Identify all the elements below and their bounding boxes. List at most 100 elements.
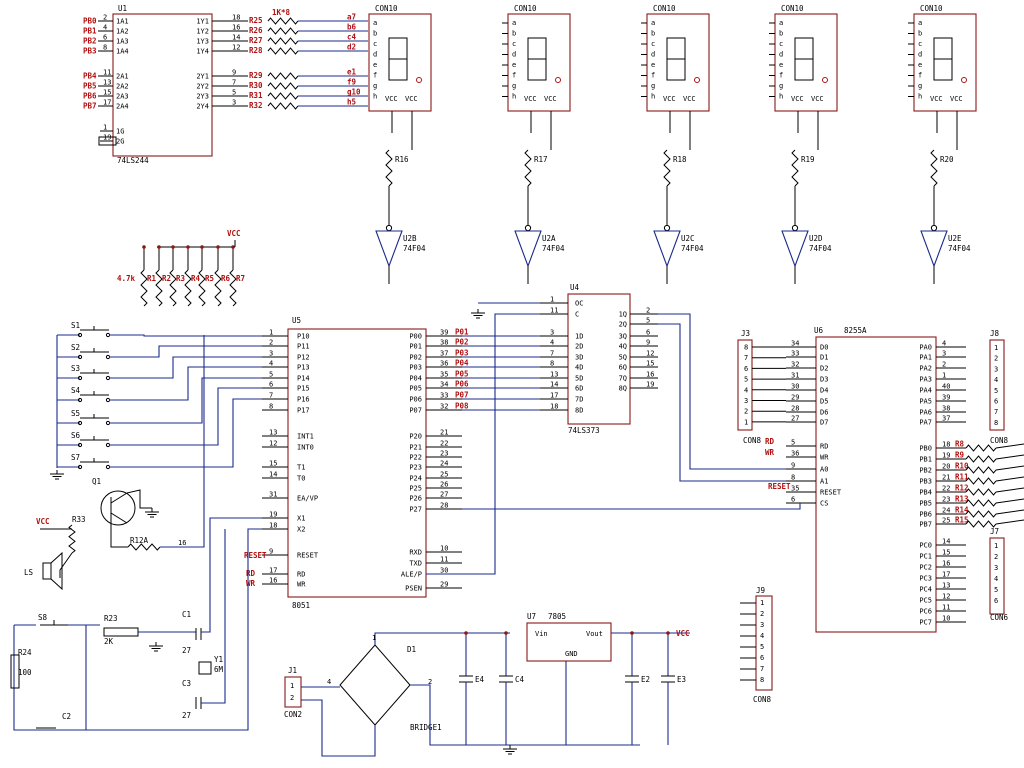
u5-pin-name: T0	[297, 475, 305, 483]
bridge-body	[339, 644, 411, 726]
pullup-name: R4	[191, 274, 201, 283]
j7-foot: CON6	[990, 613, 1009, 622]
u6-pin-name: PC1	[919, 553, 932, 561]
u4-pin-num: 2	[646, 307, 650, 315]
r12a-label: R12A	[130, 536, 149, 545]
u6-pin-num: 39	[942, 394, 950, 402]
pb-resistor	[965, 499, 997, 507]
u5-pin-num: 30	[440, 567, 448, 575]
wire	[301, 699, 376, 757]
u5-pin-name: RD	[297, 571, 305, 579]
u5-net-label: P01	[455, 328, 469, 337]
inverter-ref: U2B	[403, 234, 417, 243]
u6-pin-num: 32	[791, 361, 799, 369]
u1-pin-name: 1Y3	[196, 38, 209, 46]
u5-pin-name: TXD	[409, 560, 422, 568]
switch-to-p1	[109, 356, 284, 379]
display-pin: d	[373, 51, 377, 59]
inverter-bubble	[385, 224, 393, 232]
u5-net-label: P06	[455, 380, 469, 389]
wire	[995, 476, 1024, 482]
rpack-resistor	[267, 17, 299, 25]
u6-pin-name: PC7	[919, 619, 932, 627]
junction-dot	[142, 245, 146, 249]
u6-pin-num: 29	[791, 394, 799, 402]
display-pin: f	[651, 72, 655, 80]
u5-net-label: P03	[455, 349, 469, 358]
u7-gnd: GND	[565, 650, 578, 658]
wire	[110, 508, 128, 548]
pullup-name: R2	[162, 274, 171, 283]
u6-pin-name: PA3	[919, 376, 932, 384]
vcc-label-top: VCC	[227, 229, 241, 238]
u6-pin-name: PC3	[919, 575, 932, 583]
j7-pin-num: 4	[994, 575, 998, 583]
u6-pin-num: 21	[942, 474, 950, 482]
x2-wire	[201, 529, 226, 704]
u6-pin-name: PB3	[919, 478, 932, 486]
u1-pin-name: 1A4	[116, 48, 129, 56]
u6-ref: U6	[814, 326, 824, 335]
u6-pin-name: PB5	[919, 500, 932, 508]
switch-to-p1	[109, 398, 284, 468]
u1-net-label: PB3	[83, 47, 97, 56]
decimal-point	[416, 77, 422, 83]
wire	[160, 335, 205, 548]
display-pin: h	[779, 93, 783, 101]
junction-dot	[464, 631, 468, 635]
u6-pin-name: D3	[820, 376, 828, 384]
u1-net-label: PB0	[83, 17, 97, 26]
u4-pin-num: 18	[550, 403, 558, 411]
u4-chip	[567, 293, 631, 425]
switch-to-p1	[109, 387, 284, 446]
r33-resistor	[68, 524, 76, 554]
vcc-label-power: VCC	[676, 629, 690, 638]
u5-pin-num: 16	[269, 577, 277, 585]
u6-pb-res: R8	[955, 440, 965, 449]
j7-pin-num: 2	[994, 553, 998, 561]
u5-pin-name: P27	[409, 506, 422, 514]
j7-pin-num: 1	[994, 542, 998, 550]
junction-dot	[200, 245, 204, 249]
display-1	[368, 13, 432, 112]
display-pin: b	[651, 30, 655, 38]
pullup-value: 4.7k	[117, 274, 136, 283]
bottom-resistor	[524, 149, 532, 187]
bridge-ref: D1	[407, 645, 416, 654]
r12a-pin: 16	[178, 539, 186, 547]
u1-chip	[112, 13, 213, 157]
inverter-part: 74F04	[403, 244, 426, 253]
u4-pin-name: 1Q	[619, 311, 627, 319]
pullup-name: R1	[147, 274, 157, 283]
display-pin: g	[512, 82, 516, 90]
display-vcc-label: VCC	[930, 95, 943, 103]
j3-ref: J3	[741, 329, 750, 338]
display-pin: f	[779, 72, 783, 80]
u4-pin-num: 7	[550, 350, 554, 358]
u5-pin-name: P23	[409, 464, 422, 472]
display-pin: c	[512, 40, 516, 48]
u5-pin-num: 25	[440, 471, 448, 479]
pb-resistor	[965, 510, 997, 518]
u5-pin-name: P24	[409, 475, 422, 483]
u6-pin-num: 19	[942, 452, 950, 460]
u5-pin-name: PSEN	[405, 585, 422, 593]
j9-pin-num: 4	[760, 632, 764, 640]
display-ref: CON10	[375, 4, 398, 13]
u5-pin-name: INT0	[297, 444, 314, 452]
display-vcc-label: VCC	[385, 95, 398, 103]
display-vcc-label: VCC	[524, 95, 537, 103]
inverter-ref: U2C	[681, 234, 695, 243]
u5-pin-num: 33	[440, 392, 448, 400]
bottom-res-label: R17	[534, 155, 548, 164]
u6-pin-num: 28	[791, 405, 799, 413]
u5-pin-name: P03	[409, 364, 422, 372]
rpack-res-name: R29	[249, 71, 263, 80]
u5-pin-name: P11	[297, 343, 310, 351]
j9-pin-num: 8	[760, 676, 764, 684]
u5-pin-name: P17	[297, 407, 310, 415]
u6-pin-name: PB2	[919, 467, 932, 475]
u6-pin-num: 22	[942, 485, 950, 493]
u4-pin-name: 2D	[575, 343, 583, 351]
c3-ref: C3	[182, 679, 191, 688]
